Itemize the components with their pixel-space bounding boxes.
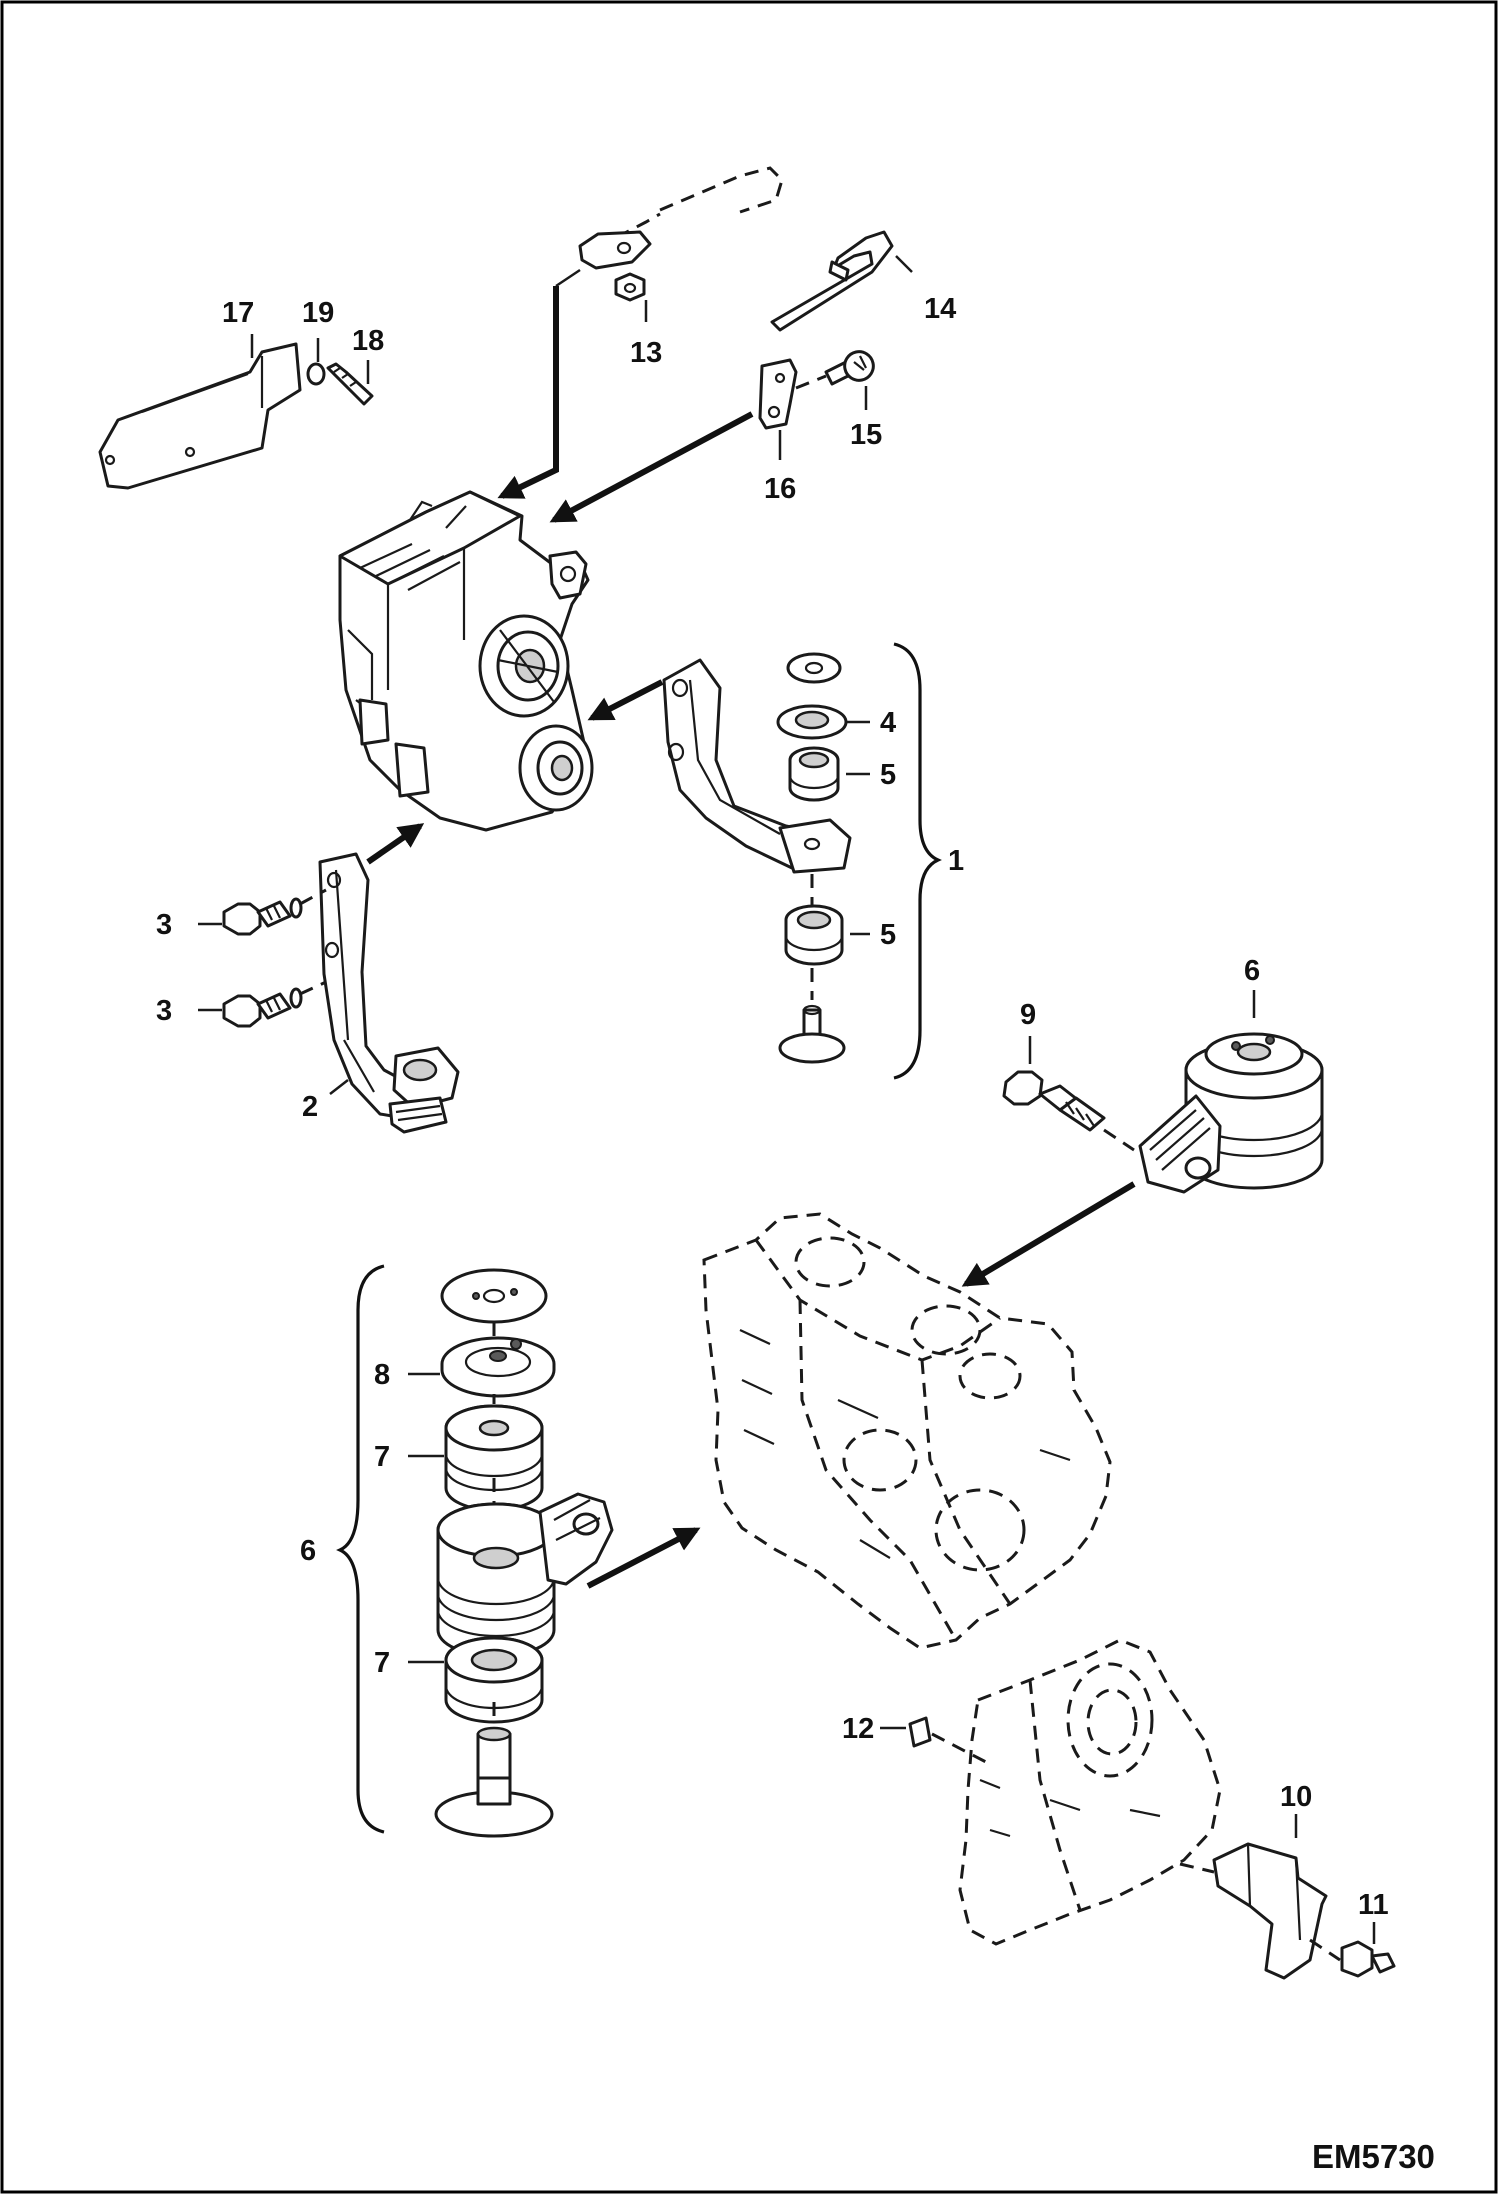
part-18-bolt <box>326 362 374 406</box>
callout-13: 13 <box>630 337 662 369</box>
callout-12: 12 <box>842 1713 874 1745</box>
engine-block <box>702 1212 1112 1650</box>
part-10-bracket <box>1179 1842 1328 1980</box>
callout-7a: 7 <box>374 1441 390 1473</box>
callout-15: 15 <box>850 419 882 451</box>
part-15-bolt <box>795 350 875 390</box>
callout-1: 1 <box>948 845 964 877</box>
callout-3b: 3 <box>156 995 172 1027</box>
brace-item-1 <box>893 642 942 1080</box>
part-1-isolator-stack <box>776 652 848 1064</box>
brace-item-6 <box>336 1264 385 1834</box>
part-14-strap <box>770 230 894 332</box>
part-16-bracket <box>758 358 798 430</box>
part-1-right-arm <box>662 658 852 874</box>
part-11-nut <box>1309 1938 1396 1978</box>
callout-11: 11 <box>1358 1889 1389 1921</box>
alternator-head-assembly <box>338 490 594 832</box>
rear-cover <box>958 1638 1222 1946</box>
part-6-exploded-stack <box>434 1268 614 1838</box>
drawing-code: EM5730 <box>1312 2138 1435 2175</box>
part-17-shield-plate <box>98 342 302 490</box>
callout-10: 10 <box>1280 1781 1312 1813</box>
callout-5b: 5 <box>880 919 896 951</box>
part-12-clip <box>908 1716 987 1764</box>
part-6-engine-mount <box>1138 1032 1324 1194</box>
part-13-cable-clamp <box>578 166 784 302</box>
callout-7b: 7 <box>374 1647 390 1679</box>
callout-9: 9 <box>1020 999 1036 1031</box>
callout-6a: 6 <box>1244 955 1260 987</box>
callout-4: 4 <box>880 707 896 739</box>
callout-8: 8 <box>374 1359 390 1391</box>
callout-6b: 6 <box>300 1535 316 1567</box>
part-2-mounting-arm <box>318 852 460 1134</box>
callout-14: 14 <box>924 293 956 325</box>
callout-16: 16 <box>764 473 796 505</box>
callout-17: 17 <box>222 297 254 329</box>
assembly-arrows <box>366 286 1136 1589</box>
callout-3a: 3 <box>156 909 172 941</box>
callout-2: 2 <box>302 1091 318 1123</box>
part-19-washer <box>306 362 326 386</box>
part-3-bolt-upper <box>222 888 327 936</box>
part-3-bolt-lower <box>222 980 327 1028</box>
callout-5a: 5 <box>880 759 896 791</box>
callout-19: 19 <box>302 297 334 329</box>
part-9-bolt <box>1002 1070 1135 1152</box>
callout-18: 18 <box>352 325 384 357</box>
